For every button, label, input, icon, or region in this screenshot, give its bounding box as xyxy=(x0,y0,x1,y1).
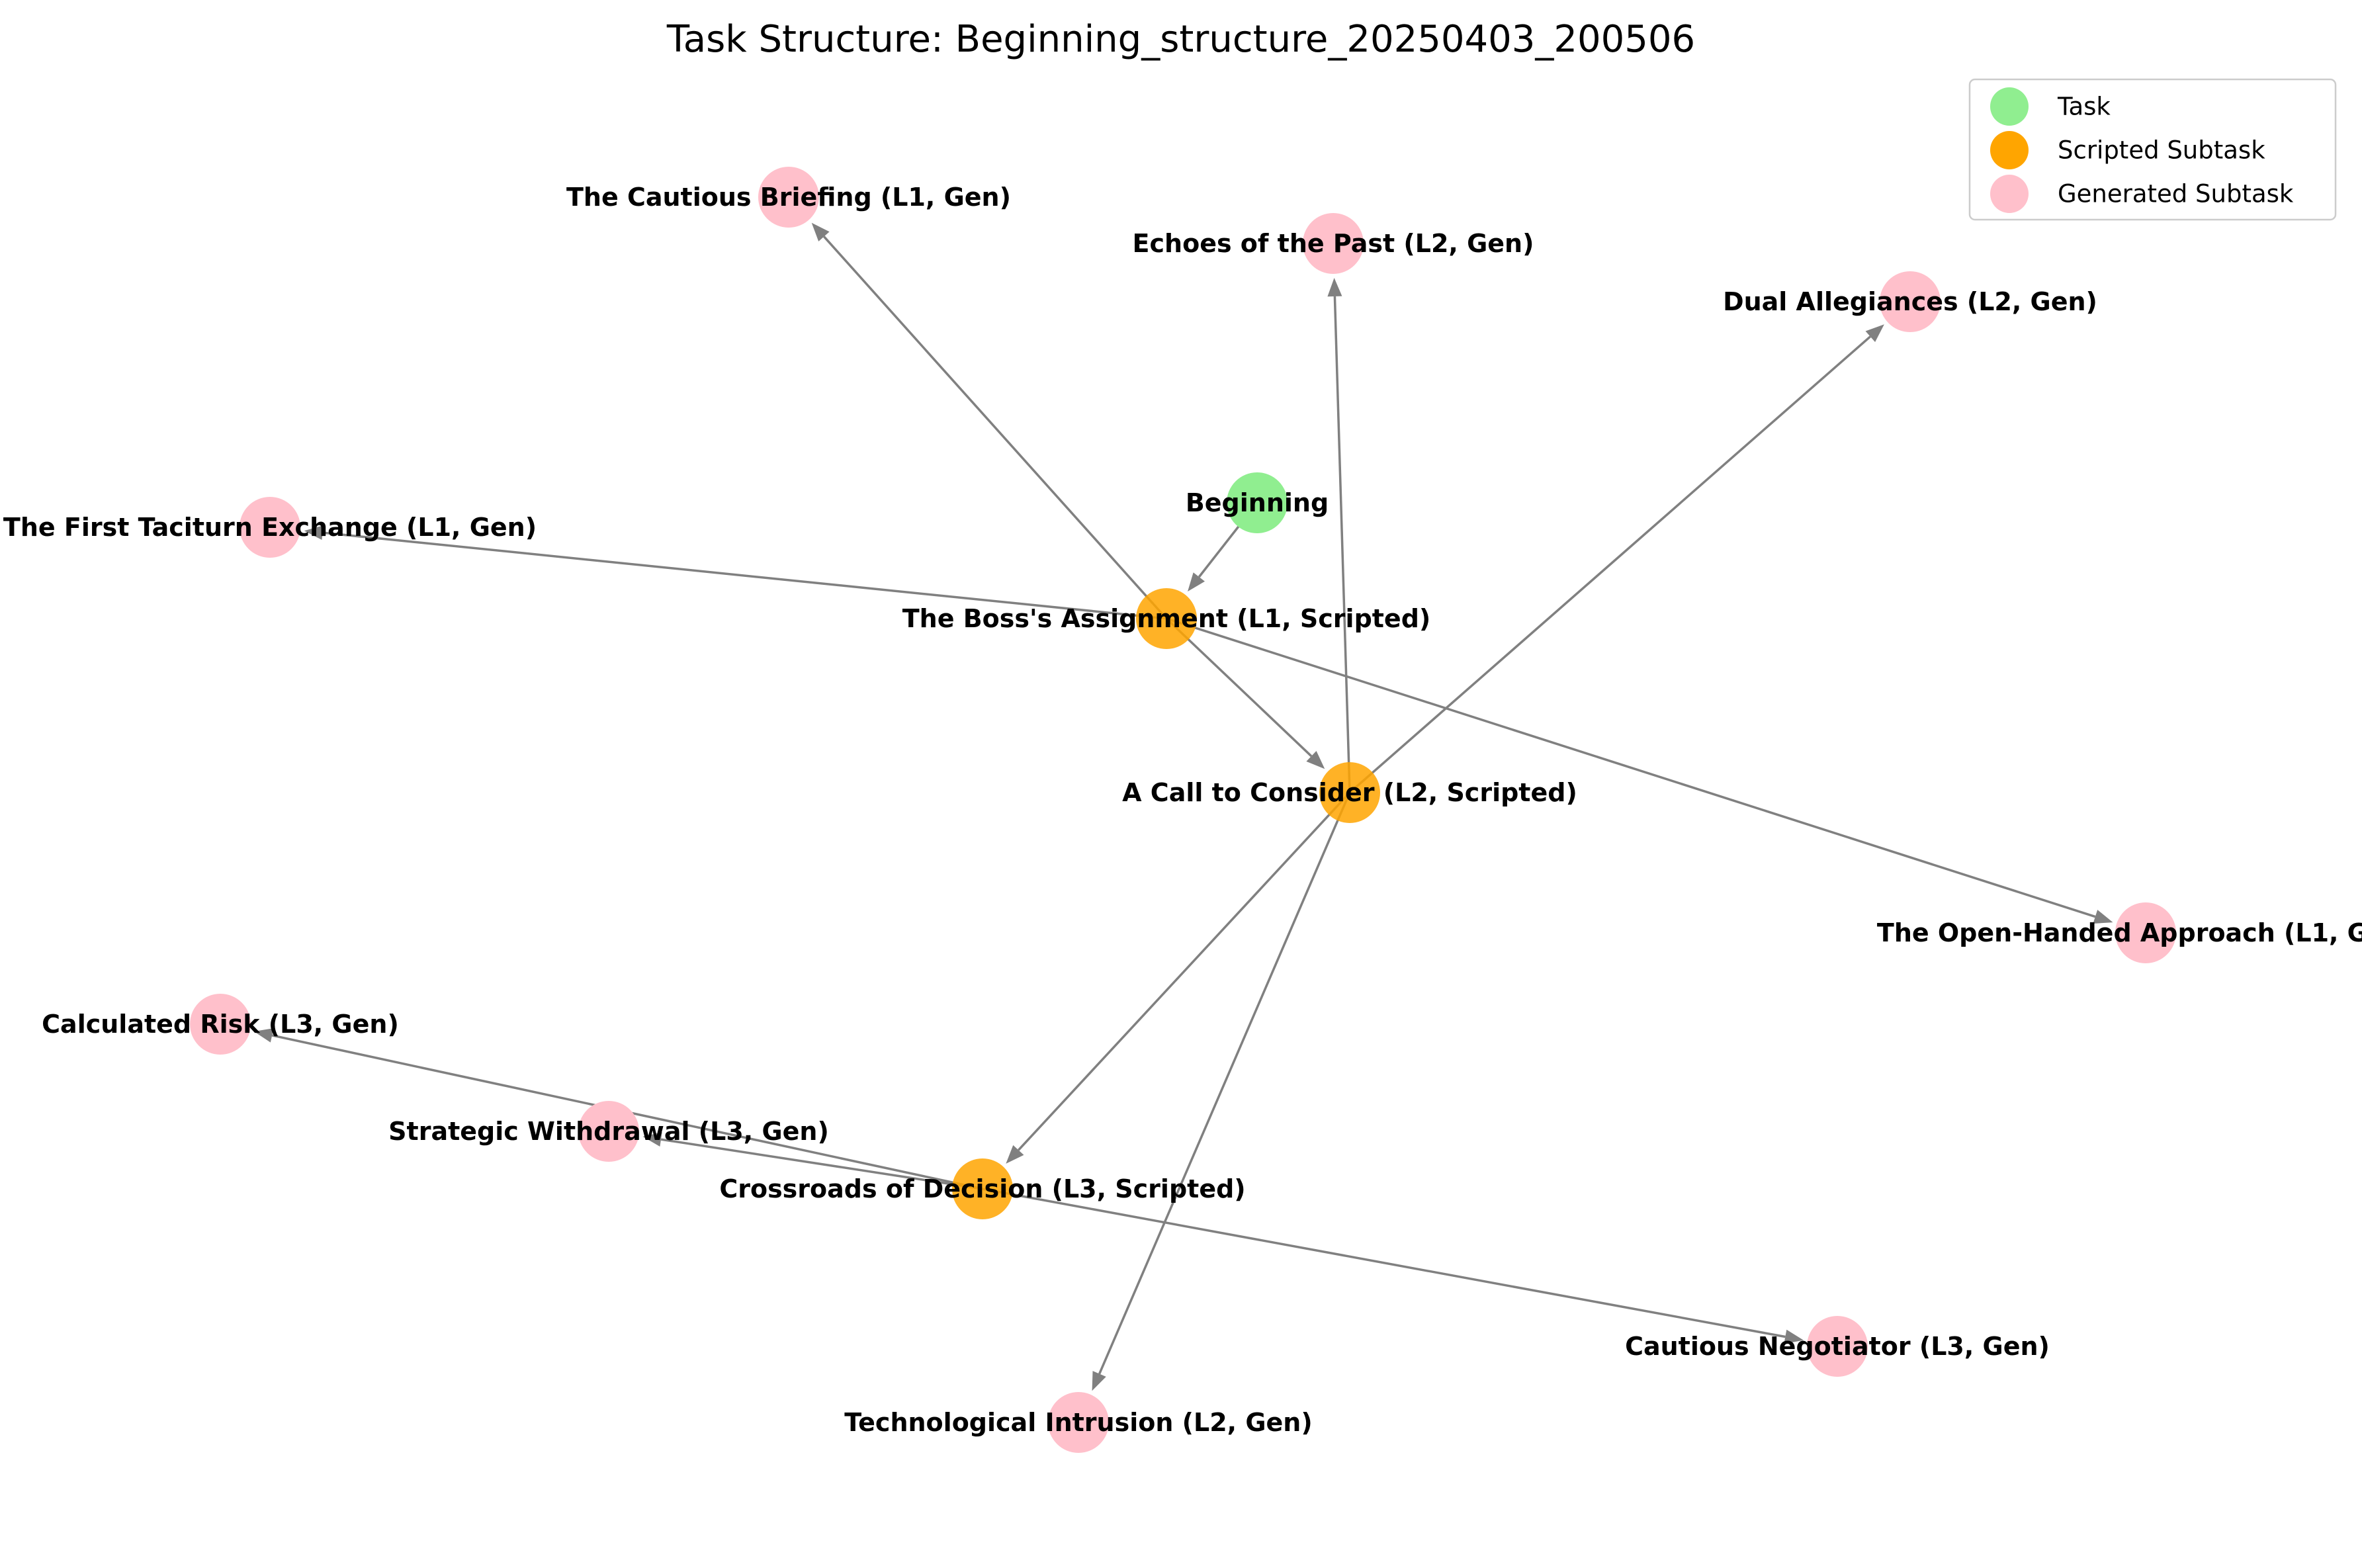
edge-line xyxy=(823,236,1168,620)
node-tech: Technological Intrusion (L2, Gen) xyxy=(844,1392,1313,1453)
edge-line xyxy=(322,531,1167,620)
node-label: Strategic Withdrawal (L3, Gen) xyxy=(388,1117,829,1146)
arrowhead-icon xyxy=(811,222,830,241)
legend-item-task: Task xyxy=(1990,87,2111,126)
edge-line xyxy=(660,1138,983,1190)
node-label: Calculated Risk (L3, Gen) xyxy=(42,1010,399,1039)
edge-line xyxy=(1166,617,2096,918)
arrowhead-icon xyxy=(1306,750,1325,769)
node-label: The Cautious Briefing (L1, Gen) xyxy=(566,183,1011,212)
graph-title: Task Structure: Beginning_structure_2025… xyxy=(666,18,1695,61)
node-label: Cautious Negotiator (L3, Gen) xyxy=(1625,1332,2050,1361)
legend-label: Generated Subtask xyxy=(2058,180,2294,208)
node-label: Dual Allegiances (L2, Gen) xyxy=(1723,287,2097,316)
arrowhead-icon xyxy=(1188,572,1205,592)
node-label: The Boss's Assignment (L1, Scripted) xyxy=(902,604,1431,633)
arrowhead-icon xyxy=(253,1028,274,1043)
arrowhead-icon xyxy=(1784,1329,1804,1344)
node-beginning: Beginning xyxy=(1186,472,1329,533)
node-label: Crossroads of Decision (L3, Scripted) xyxy=(719,1174,1245,1203)
edge-line xyxy=(982,1188,1786,1338)
node-dual: Dual Allegiances (L2, Gen) xyxy=(1723,271,2097,332)
edge-crossroads-to-withdrawal xyxy=(642,1132,983,1190)
edge-boss-to-open_handed xyxy=(1166,617,2113,924)
edge-line xyxy=(1348,335,1871,794)
node-label: Beginning xyxy=(1186,488,1329,517)
node-cautious_briefing: The Cautious Briefing (L1, Gen) xyxy=(566,167,1011,228)
node-circle-generated xyxy=(1880,271,1941,332)
node-negotiator: Cautious Negotiator (L3, Gen) xyxy=(1625,1316,2050,1377)
legend-marker xyxy=(1990,87,2029,126)
node-label: The First Taciturn Exchange (L1, Gen) xyxy=(3,513,537,542)
node-circle-generated xyxy=(758,167,819,228)
node-circle-generated xyxy=(2115,902,2176,963)
edge-call-to-crossroads xyxy=(1006,791,1351,1164)
edges-layer xyxy=(253,222,2113,1391)
node-open_handed: The Open-Handed Approach (L1, Gen) xyxy=(1877,902,2362,963)
edge-boss-to-taciturn xyxy=(304,525,1167,620)
arrowhead-icon xyxy=(1865,324,1884,342)
legend-frame xyxy=(1968,78,2337,221)
node-circle-scripted xyxy=(1136,588,1197,649)
node-label: A Call to Consider (L2, Scripted) xyxy=(1122,778,1577,807)
node-label: Echoes of the Past (L2, Gen) xyxy=(1133,229,1534,258)
edge-call-to-tech xyxy=(1092,792,1351,1391)
edge-line xyxy=(1165,617,1313,758)
node-circle-scripted xyxy=(1319,762,1380,823)
legend-label: Task xyxy=(2057,93,2111,121)
edge-boss-to-cautious_briefing xyxy=(811,222,1168,620)
node-withdrawal: Strategic Withdrawal (L3, Gen) xyxy=(388,1101,829,1162)
node-label: Technological Intrusion (L2, Gen) xyxy=(844,1408,1312,1437)
legend-item-generated: Generated Subtask xyxy=(1990,175,2294,213)
edge-boss-to-call xyxy=(1165,617,1325,769)
edge-call-to-echoes xyxy=(1327,277,1351,793)
node-taciturn: The First Taciturn Exchange (L1, Gen) xyxy=(3,497,537,558)
node-circle-task xyxy=(1227,472,1288,533)
edge-call-to-dual xyxy=(1348,324,1884,794)
node-call: A Call to Consider (L2, Scripted) xyxy=(1122,762,1577,823)
edge-crossroads-to-negotiator xyxy=(982,1188,1804,1344)
node-calculated: Calculated Risk (L3, Gen) xyxy=(42,994,399,1055)
node-circle-generated xyxy=(1303,213,1364,274)
node-circle-generated xyxy=(240,497,300,558)
node-circle-generated xyxy=(578,1101,639,1162)
node-echoes: Echoes of the Past (L2, Gen) xyxy=(1133,213,1534,274)
node-circle-generated xyxy=(1048,1392,1109,1453)
edge-line xyxy=(1018,791,1351,1151)
legend-item-scripted: Scripted Subtask xyxy=(1990,131,2265,169)
arrowhead-icon xyxy=(304,525,324,541)
arrowhead-icon xyxy=(1092,1371,1106,1391)
legend-marker xyxy=(1990,131,2029,169)
node-circle-generated xyxy=(1807,1316,1868,1377)
edge-line xyxy=(1098,792,1351,1375)
legend-marker xyxy=(1990,175,2029,213)
legend-label: Scripted Subtask xyxy=(2058,136,2265,165)
node-crossroads: Crossroads of Decision (L3, Scripted) xyxy=(719,1158,1246,1219)
node-circle-scripted xyxy=(952,1158,1013,1219)
node-circle-generated xyxy=(190,994,251,1055)
arrowhead-icon xyxy=(2093,910,2113,924)
arrowhead-icon xyxy=(1006,1145,1024,1164)
node-label: The Open-Handed Approach (L1, Gen) xyxy=(1877,918,2362,947)
node-boss: The Boss's Assignment (L1, Scripted) xyxy=(902,588,1431,649)
arrowhead-icon xyxy=(642,1132,662,1147)
arrowhead-icon xyxy=(1327,277,1342,297)
edge-line xyxy=(1333,296,1351,793)
